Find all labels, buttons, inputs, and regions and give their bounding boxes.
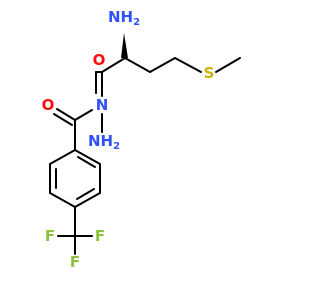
amine-top-label: NH2: [108, 8, 140, 28]
ring-bond-4: [49, 192, 76, 208]
fluorine-mid-label: F: [95, 227, 105, 245]
carbonyl-o-upper-label: O: [93, 51, 106, 69]
ring-inner-double-1: [77, 156, 96, 168]
fluorine-left-label: F: [45, 227, 55, 245]
ring-bond-3: [74, 192, 101, 208]
molecule-diagram: NH2 O S N NH2 O F F F: [42, 8, 241, 271]
hydrazide-n-label: N: [96, 96, 109, 114]
bond-n-benzoyl: [74, 109, 93, 121]
bond-s-methyl: [215, 57, 241, 73]
hydrazide-nh2-label: NH2: [88, 132, 120, 152]
bond-ch2-ch2: [149, 57, 176, 73]
bond-chiral-carbonyl: [101, 57, 126, 73]
ring-inner-double-2: [76, 188, 95, 200]
fluorine-bottom-label: F: [70, 253, 80, 271]
bonds: [49, 33, 241, 255]
sulfur-label: S: [204, 64, 215, 82]
carbonyl-o-lower-label: O: [42, 96, 55, 114]
bond-benzoyl-o-1: [56, 108, 76, 121]
bond-benzoyl-o-2: [53, 113, 73, 126]
atom-labels: NH2 O S N NH2 O F F F: [42, 8, 215, 271]
wedge-bond-chiral-amine: [121, 33, 128, 58]
ring-bond-1: [74, 149, 101, 165]
bond-chiral-ch2: [124, 57, 151, 73]
structure-svg: NH2 O S N NH2 O F F F: [42, 8, 241, 271]
bond-ch2-s: [174, 57, 202, 73]
ring-bond-6: [49, 149, 76, 165]
